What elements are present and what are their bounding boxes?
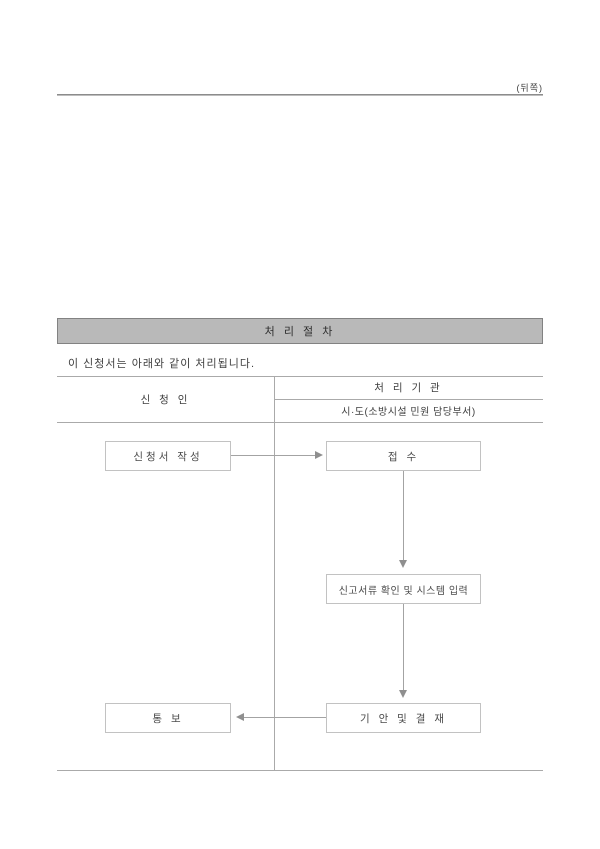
arrow-line-receipt-to-review xyxy=(403,471,404,560)
table-bottom-border xyxy=(57,770,543,771)
agency-column-subheader: 시·도(소방시설 민원 담당부서) xyxy=(341,407,476,418)
table-center-divider xyxy=(274,376,275,770)
procedure-intro-text: 이 신청서는 아래와 같이 처리됩니다. xyxy=(68,358,256,370)
arrow-line-review-to-draft xyxy=(403,604,404,690)
arrowhead-right-icon xyxy=(315,451,323,459)
procedure-title: 처 리 절 차 xyxy=(264,326,336,338)
flow-step-draft-and-approval: 기 안 및 결 재 xyxy=(326,703,481,733)
page-side-label: (뒤쪽) xyxy=(516,83,543,93)
flow-step-receipt: 접 수 xyxy=(326,441,481,471)
applicant-column-header: 신 청 인 xyxy=(140,393,191,406)
agency-header-split-line xyxy=(274,399,543,400)
arrowhead-left-icon xyxy=(236,713,244,721)
procedure-title-bar: 처 리 절 차 xyxy=(57,318,543,344)
arrowhead-down-icon xyxy=(399,690,407,698)
flow-step-notification: 통 보 xyxy=(105,703,231,733)
flow-step-write-application: 신청서 작성 xyxy=(105,441,231,471)
table-top-border xyxy=(57,376,543,377)
agency-column-header: 처 리 기 관 xyxy=(374,382,443,394)
top-rule-divider xyxy=(57,94,543,96)
flow-step-review-and-system-input: 신고서류 확인 및 시스템 입력 xyxy=(326,574,481,604)
table-header-bottom-border xyxy=(57,422,543,423)
arrow-line-write-to-receipt xyxy=(231,455,316,456)
arrow-line-draft-to-notification xyxy=(244,717,326,718)
arrowhead-down-icon xyxy=(399,560,407,568)
